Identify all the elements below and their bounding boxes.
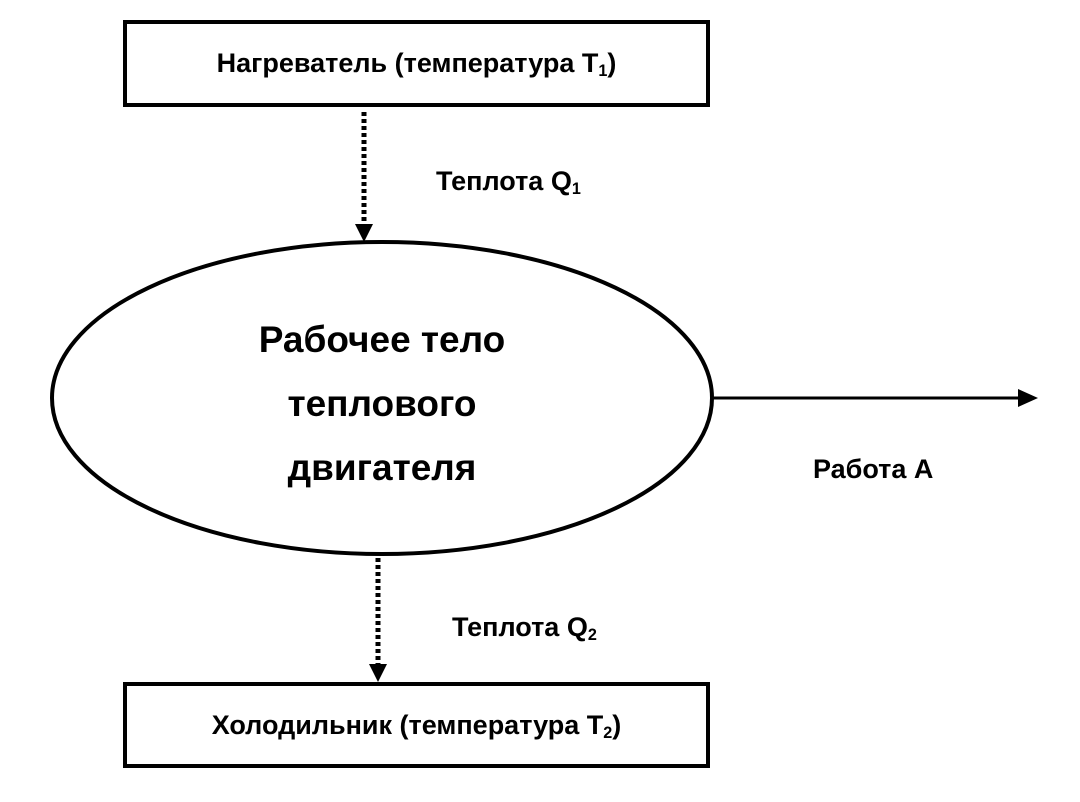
work-label: Работа А [813,454,934,484]
working-body-line-3: двигателя [287,447,477,488]
heat-in-arrowhead [355,224,373,242]
cooler-label: Холодильник (температура T2) [211,709,622,742]
working-body-line-1: Рабочее тело [258,319,506,360]
heat-out-label: Теплота Q2 [452,612,597,645]
heat-out-arrowhead [369,664,387,682]
heater-label: Нагреватель (температура T1) [216,48,617,81]
cooler-box: Холодильник (температура T2) [123,682,710,768]
heat-in-label: Теплота Q1 [436,166,581,199]
working-body-line-2: теплового [287,383,477,424]
work-arrowhead [1018,389,1038,407]
working-body-label: Рабочее тело теплового двигателя [232,308,532,500]
heater-box: Нагреватель (температура T1) [123,20,710,107]
